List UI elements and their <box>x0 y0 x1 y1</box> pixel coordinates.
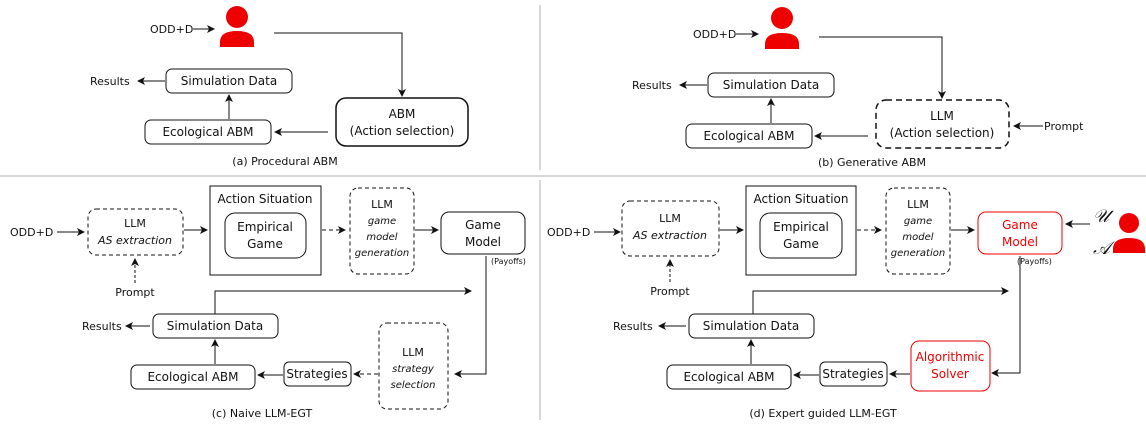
results-label: Results <box>90 75 130 88</box>
strategies-box <box>283 361 352 387</box>
llm-as-extraction-box <box>621 200 720 257</box>
results-label: Results <box>613 320 653 333</box>
prompt-label: Prompt <box>115 286 155 299</box>
strategies-label: Strategies <box>822 367 883 381</box>
model-label: Model <box>1002 235 1038 249</box>
simulation-data-label: Simulation Data <box>181 74 277 88</box>
llm-game-model-generation-box <box>349 187 415 275</box>
llm-label: LLM <box>371 198 393 211</box>
simulation-data-box <box>152 313 279 339</box>
panel-a: ODD+D Results Simulation Data Ecological… <box>90 6 469 168</box>
abm-label: ABM <box>389 107 416 121</box>
simulation-data-label: Simulation Data <box>167 319 263 333</box>
payoffs-label: (Payoffs) <box>1017 257 1052 266</box>
odd-d-input-label: ODD+D <box>693 28 736 41</box>
empirical-game-box <box>224 212 307 259</box>
strategies-label: Strategies <box>286 367 347 381</box>
llm-label: LLM <box>907 198 929 211</box>
ecological-abm-label: Ecological ABM <box>162 125 253 139</box>
human-icon <box>765 7 799 49</box>
panel-b-caption: (b) Generative ABM <box>818 156 926 169</box>
strategy-label: strategy <box>392 364 435 375</box>
math-a-symbol: 𝒜 <box>1093 238 1115 259</box>
prompt-label: Prompt <box>1044 120 1084 133</box>
game-model-box <box>440 211 526 255</box>
model-label: model <box>902 232 933 243</box>
action-situation-label: Action Situation <box>218 192 313 206</box>
math-u-symbol: 𝒰 <box>1093 206 1114 227</box>
simulation-data-box <box>688 313 815 339</box>
results-label: Results <box>82 320 122 333</box>
simulation-data-box <box>707 72 835 98</box>
solver-label: Solver <box>931 367 969 381</box>
action-selection-label: (Action selection) <box>350 124 455 138</box>
panel-d-caption: (d) Expert guided LLM-EGT <box>749 407 897 420</box>
llm-label: LLM <box>124 217 146 230</box>
game-label: Game <box>783 237 819 251</box>
results-label: Results <box>632 79 672 92</box>
odd-d-input-label: ODD+D <box>10 226 53 239</box>
generation-label: generation <box>355 248 409 259</box>
llm-action-selection-box <box>875 99 1010 149</box>
panel-b: ODD+D Results Simulation Data Ecological… <box>632 7 1084 169</box>
game-label: game <box>904 216 932 227</box>
llm-strategy-selection-box <box>378 322 449 410</box>
ecological-abm-box <box>666 364 792 390</box>
as-extraction-label: AS extraction <box>632 229 707 242</box>
generation-label: generation <box>891 248 945 259</box>
ecological-abm-box <box>144 119 272 145</box>
empirical-label: Empirical <box>773 220 829 234</box>
selection-label: selection <box>391 380 436 391</box>
algorithmic-label: Algorithmic <box>916 350 985 364</box>
panel-c: ODD+D LLM AS extraction Prompt Action Si… <box>10 185 526 420</box>
algorithmic-solver-box <box>910 340 991 392</box>
ecological-abm-box <box>685 123 813 149</box>
action-situation-label: Action Situation <box>754 192 849 206</box>
game-label: Game <box>1002 218 1038 232</box>
model-label: Model <box>465 235 501 249</box>
empirical-game-box <box>759 212 843 259</box>
odd-d-input-label: ODD+D <box>547 226 590 239</box>
as-extraction-label: AS extraction <box>97 234 172 247</box>
llm-as-extraction-box <box>87 208 184 256</box>
panel-a-caption: (a) Procedural ABM <box>232 155 337 168</box>
llm-game-model-generation-box <box>885 187 951 275</box>
panel-c-caption: (c) Naive LLM-EGT <box>212 407 313 420</box>
ecological-abm-box <box>130 364 256 390</box>
human-icon <box>220 6 254 47</box>
ecological-abm-label: Ecological ABM <box>703 129 794 143</box>
ecological-abm-label: Ecological ABM <box>147 370 238 384</box>
action-selection-label: (Action selection) <box>890 126 995 140</box>
simulation-data-box <box>165 68 293 94</box>
prompt-label: Prompt <box>650 285 690 298</box>
simulation-data-label: Simulation Data <box>723 78 819 92</box>
strategies-box <box>819 361 888 387</box>
ecological-abm-label: Ecological ABM <box>683 370 774 384</box>
simulation-data-label: Simulation Data <box>703 319 799 333</box>
human-icon <box>1113 213 1145 253</box>
game-model-box <box>977 211 1063 255</box>
game-label: Game <box>465 218 501 232</box>
game-label: Game <box>247 237 283 251</box>
game-label: game <box>368 216 396 227</box>
odd-d-input-label: ODD+D <box>150 23 193 36</box>
llm-label: LLM <box>659 212 681 225</box>
llm-label: LLM <box>402 346 424 359</box>
abm-action-selection-box <box>335 97 469 147</box>
llm-label: LLM <box>930 109 954 123</box>
payoffs-label: (Payoffs) <box>491 257 526 266</box>
model-label: model <box>366 232 397 243</box>
panel-d: ODD+D LLM AS extraction Prompt Action Si… <box>547 185 1145 420</box>
empirical-label: Empirical <box>237 220 293 234</box>
